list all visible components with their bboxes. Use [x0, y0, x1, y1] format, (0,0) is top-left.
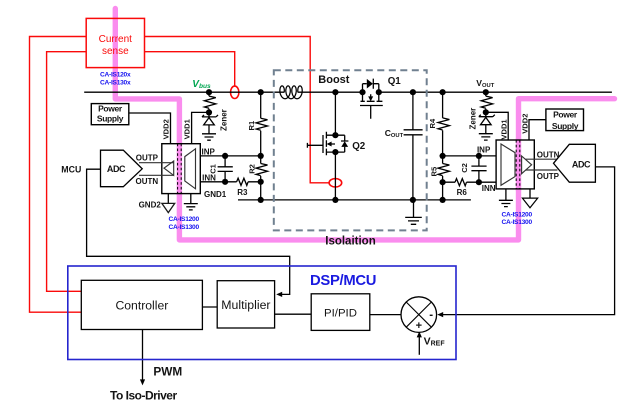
- svg-text:Power: Power: [98, 103, 123, 113]
- svg-text:Isolaition: Isolaition: [325, 235, 375, 247]
- svg-text:PI/PID: PI/PID: [324, 307, 357, 319]
- svg-text:Power: Power: [553, 110, 578, 120]
- svg-text:VDD1: VDD1: [500, 119, 509, 140]
- svg-text:Zener: Zener: [469, 108, 478, 130]
- svg-text:OUTN: OUTN: [136, 177, 159, 186]
- svg-text:GND1: GND1: [204, 190, 227, 199]
- svg-text:VOUT: VOUT: [476, 78, 494, 89]
- svg-text:R2: R2: [247, 164, 256, 174]
- svg-text:C1: C1: [209, 163, 218, 173]
- svg-text:+: +: [416, 320, 422, 332]
- svg-text:PWM: PWM: [153, 364, 182, 378]
- svg-text:sense: sense: [102, 46, 129, 57]
- svg-text:ADC: ADC: [107, 164, 126, 174]
- svg-text:INP: INP: [477, 146, 491, 155]
- svg-text:OUTN: OUTN: [537, 150, 560, 159]
- svg-text:Supply: Supply: [552, 121, 579, 131]
- svg-text:R6: R6: [457, 188, 468, 197]
- svg-text:Multiplier: Multiplier: [221, 298, 270, 312]
- svg-text:R4: R4: [428, 118, 437, 128]
- svg-text:R1: R1: [247, 120, 256, 130]
- svg-text:OUTP: OUTP: [537, 172, 560, 181]
- svg-text:GND2: GND2: [139, 201, 162, 210]
- svg-text:Vbus: Vbus: [192, 79, 211, 90]
- svg-text:CA-IS1200: CA-IS1200: [169, 216, 200, 223]
- svg-text:Supply: Supply: [97, 114, 124, 124]
- svg-text:Q2: Q2: [352, 141, 366, 152]
- svg-text:DSP/MCU: DSP/MCU: [310, 273, 376, 289]
- svg-text:MCU: MCU: [61, 164, 81, 174]
- svg-text:CA-IS1300: CA-IS1300: [169, 224, 200, 231]
- svg-text:R3: R3: [237, 188, 248, 197]
- svg-text:Boost: Boost: [318, 74, 350, 86]
- svg-text:-: -: [429, 310, 433, 322]
- svg-text:COUT: COUT: [385, 128, 404, 139]
- svg-text:C2: C2: [460, 163, 469, 173]
- svg-text:VDD2: VDD2: [520, 114, 529, 134]
- svg-text:To Iso-Driver: To Iso-Driver: [110, 388, 177, 402]
- svg-text:CA-IS120x: CA-IS120x: [100, 72, 131, 79]
- svg-text:CA-IS1300: CA-IS1300: [502, 219, 533, 226]
- svg-text:INP: INP: [202, 148, 216, 157]
- svg-text:INN: INN: [202, 174, 216, 183]
- svg-text:R5: R5: [430, 166, 439, 176]
- svg-text:INN: INN: [482, 184, 496, 193]
- svg-text:CA-IS1200: CA-IS1200: [502, 211, 533, 218]
- svg-text:Controller: Controller: [115, 298, 168, 312]
- svg-text:VDD2: VDD2: [161, 119, 170, 139]
- svg-text:CA-IS130x: CA-IS130x: [100, 79, 131, 86]
- svg-text:Zener: Zener: [219, 109, 228, 131]
- svg-text:Q1: Q1: [388, 76, 402, 87]
- svg-text:OUTP: OUTP: [136, 153, 159, 162]
- svg-text:VDD1: VDD1: [182, 118, 191, 139]
- svg-text:Current: Current: [99, 34, 133, 45]
- svg-text:ADC: ADC: [572, 160, 591, 170]
